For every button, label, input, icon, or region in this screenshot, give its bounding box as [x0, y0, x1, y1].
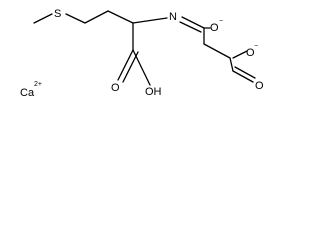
atom-carboxylate-oxygen-bottom: O: [255, 80, 264, 92]
bond-alpha-n: [132, 17, 168, 24]
bond-carboxylate-o-bottom-b: [234, 66, 256, 79]
chemical-structure: S N O − O − O OH O Ca 2+: [20, 8, 264, 99]
bond-ch2-alpha: [107, 10, 134, 24]
bond-ch2-carboxylate: [229, 57, 234, 72]
atom-label-layer: S N O − O − O OH O Ca 2+: [20, 8, 264, 99]
counterion-symbol: Ca: [20, 87, 35, 99]
bond-s-ch2: [65, 13, 86, 24]
bond-acid-o-double-a: [117, 49, 134, 81]
bond-layer: [33, 10, 256, 86]
atom-acid-carbonyl-oxygen: O: [111, 82, 120, 94]
bond-n-c-double-a: [181, 16, 205, 29]
bond-n-c-double-b: [179, 21, 202, 33]
bond-carboxylate-o-top: [232, 50, 248, 59]
atom-carboxylate-oxygen-top: O: [246, 47, 255, 59]
bond-acid-o-double-b: [122, 51, 139, 83]
bond-acid-oh: [132, 49, 151, 86]
charge-imine-oxygen: −: [219, 18, 223, 25]
atom-nitrogen: N: [169, 11, 177, 23]
charge-carboxylate-oxygen-top: −: [254, 43, 258, 50]
bond-ch2-ch2-b: [203, 43, 231, 59]
bond-carboxylate-o-bottom-a: [232, 70, 254, 83]
bond-methyl-s: [33, 13, 53, 24]
atom-acid-hydroxyl: OH: [145, 86, 162, 98]
atom-imine-oxygen: O: [210, 22, 219, 34]
bond-ch2-ch2: [84, 10, 109, 24]
counterion-charge: 2+: [34, 81, 42, 88]
atom-sulfur: S: [54, 8, 61, 20]
